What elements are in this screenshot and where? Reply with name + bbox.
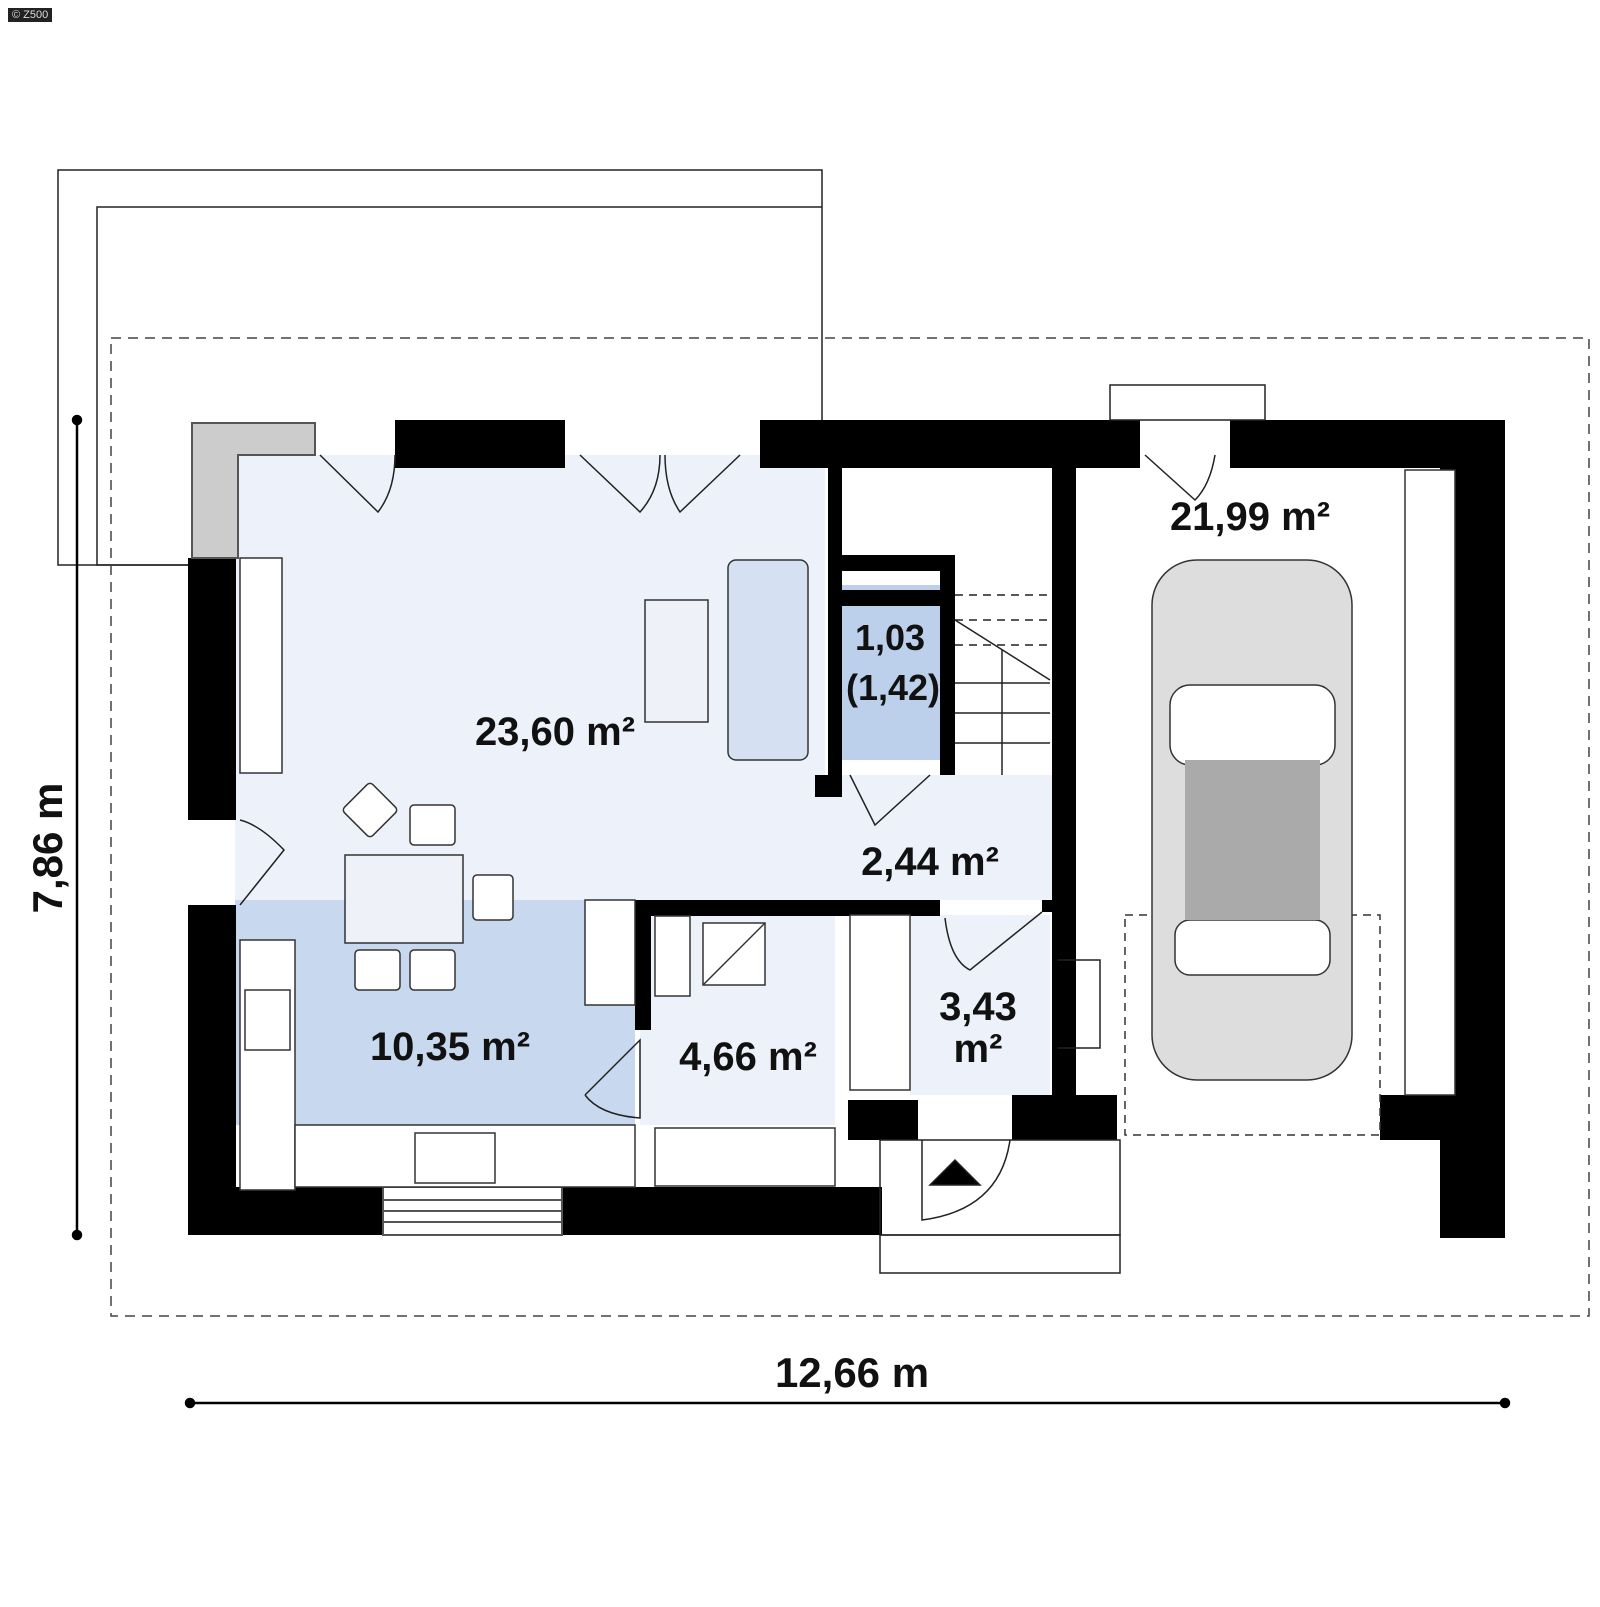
car-icon	[1151, 559, 1353, 1081]
z500-logo: © Z500	[8, 8, 53, 22]
fridge	[584, 899, 636, 1006]
stairs	[954, 594, 1051, 775]
area-kitchen: 10,35 m²	[370, 1025, 530, 1069]
furniture	[239, 469, 1456, 1191]
walls	[188, 420, 1505, 1238]
garage-shelves	[1404, 469, 1456, 1096]
coffee-table	[644, 599, 709, 723]
area-vestibule: 3,43	[939, 985, 1017, 1029]
area-vestibule-unit: m²	[954, 1027, 1003, 1071]
tv-unit	[239, 557, 283, 774]
dining-table	[344, 854, 464, 944]
kitchen-counter	[239, 939, 296, 1191]
stove	[244, 989, 291, 1051]
height-dimension: 7,86 m	[24, 783, 71, 914]
windows	[191, 422, 563, 1236]
room-living	[235, 455, 825, 900]
shelves	[654, 1127, 836, 1187]
area-living: 23,60 m²	[475, 710, 635, 754]
sofa	[727, 559, 809, 761]
area-wc-sub: (1,42)	[846, 667, 940, 708]
area-garage: 21,99 m²	[1170, 495, 1330, 539]
area-wc: 1,03	[855, 617, 925, 658]
area-pantry: 4,66 m²	[679, 1035, 817, 1079]
sink	[414, 1132, 496, 1184]
room-wc	[840, 585, 945, 760]
dimension-lines	[71, 414, 1511, 1409]
area-hall: 2,44 m²	[861, 840, 999, 884]
terrace-outline	[57, 169, 823, 566]
roof-outline	[110, 337, 1590, 1317]
width-dimension: 12,66 m	[775, 1349, 929, 1396]
doors	[239, 384, 1266, 1274]
room-vestibule	[910, 915, 1050, 1095]
